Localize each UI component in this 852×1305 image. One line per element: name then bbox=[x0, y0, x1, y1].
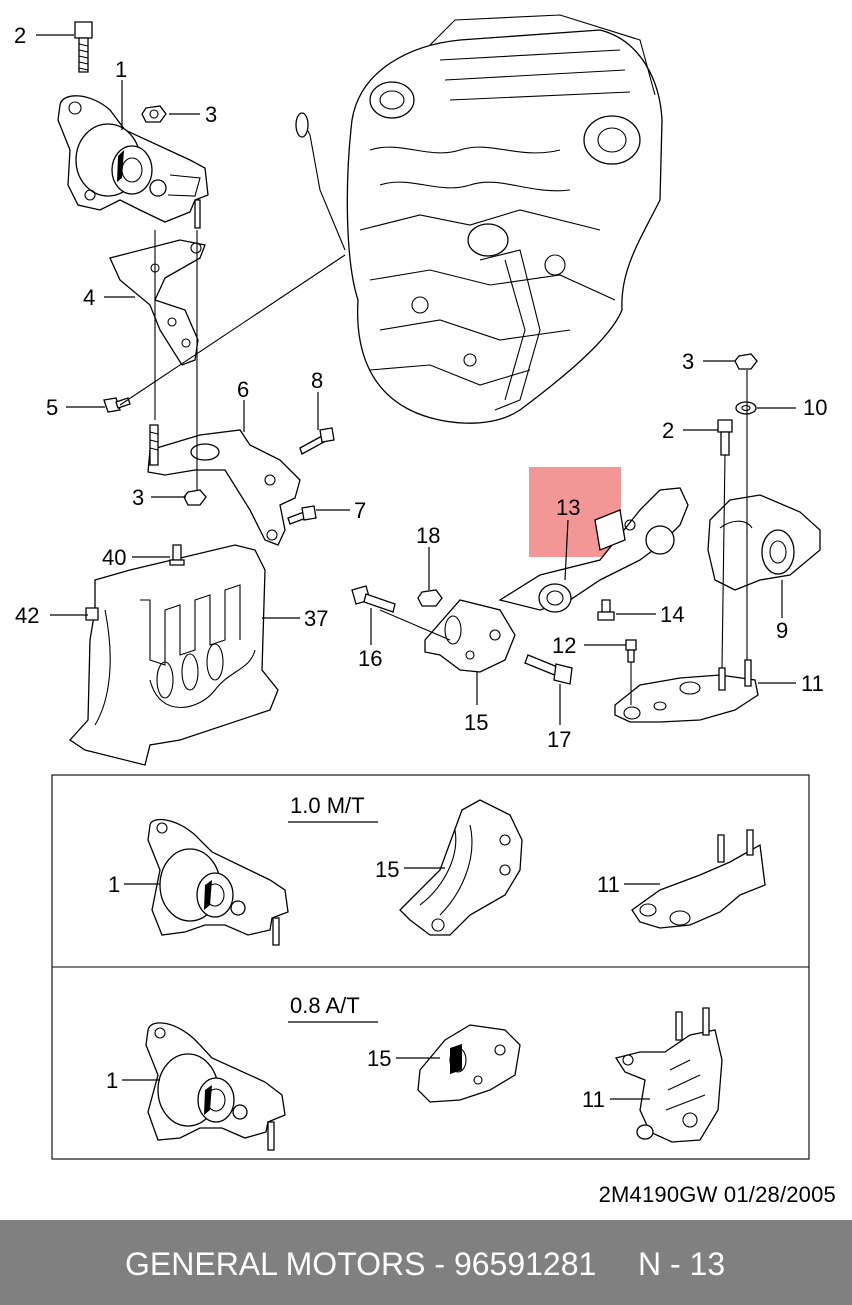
at-part-15-bracket bbox=[417, 1024, 521, 1103]
callout-4: 4 bbox=[83, 285, 95, 310]
callout-10: 10 bbox=[803, 395, 827, 420]
callout-18: 18 bbox=[416, 523, 440, 548]
part-15-bracket bbox=[424, 599, 516, 673]
bolt-2-right bbox=[717, 419, 733, 456]
callout-7: 7 bbox=[354, 498, 366, 523]
mt-callout-15: 15 bbox=[375, 857, 399, 882]
at-part-1-mount bbox=[145, 1022, 286, 1151]
bolt-14 bbox=[597, 599, 615, 621]
bolt-7 bbox=[287, 505, 317, 525]
callout-12: 12 bbox=[552, 633, 576, 658]
callout-3-mid: 3 bbox=[132, 485, 144, 510]
callout-16: 16 bbox=[358, 646, 382, 671]
footer-callout-ref: N - 13 bbox=[638, 1246, 726, 1282]
callout-8: 8 bbox=[311, 368, 323, 393]
footer-part-number: GENERAL MOTORS - 96591281 bbox=[125, 1246, 597, 1282]
mt-part-15-bracket bbox=[399, 799, 523, 936]
engine-assembly bbox=[295, 14, 663, 424]
nut-3-mid bbox=[183, 489, 207, 506]
variant-mt-label: 1.0 M/T bbox=[290, 793, 365, 818]
part-6-bracket bbox=[147, 424, 301, 546]
callout-40: 40 bbox=[102, 545, 126, 570]
callout-3-right: 3 bbox=[682, 349, 694, 374]
callout-2-right: 2 bbox=[662, 418, 674, 443]
part-13-torque-rod bbox=[498, 487, 689, 613]
at-callout-1: 1 bbox=[106, 1068, 118, 1093]
mt-callout-11: 11 bbox=[597, 872, 620, 897]
callout-5: 5 bbox=[46, 395, 58, 420]
callout-17: 17 bbox=[547, 727, 571, 752]
mt-part-11-bracket bbox=[631, 829, 766, 929]
bolt-17 bbox=[524, 654, 573, 685]
variant-at-label: 0.8 A/T bbox=[290, 993, 360, 1018]
at-callout-15: 15 bbox=[367, 1046, 391, 1071]
nut-3-right bbox=[734, 353, 758, 370]
drawing-code: 2M4190GW 01/28/2005 bbox=[598, 1182, 836, 1207]
footer-bar: GENERAL MOTORS - 96591281 N - 13 bbox=[0, 1220, 852, 1305]
callout-2-top: 2 bbox=[14, 23, 26, 48]
callout-15: 15 bbox=[464, 710, 488, 735]
callout-3-top: 3 bbox=[205, 102, 217, 127]
washer-10 bbox=[735, 401, 757, 415]
bolt-12 bbox=[625, 639, 637, 663]
bolt-5 bbox=[103, 397, 131, 413]
callout-numbers: 2 1 3 4 5 6 8 3 7 40 42 37 18 16 15 17 1… bbox=[14, 23, 827, 752]
callout-42: 42 bbox=[15, 603, 39, 628]
variant-box: 1.0 M/T 1 15 bbox=[51, 774, 810, 1160]
callout-6: 6 bbox=[237, 377, 249, 402]
at-part-11-bracket bbox=[614, 1007, 723, 1143]
clip-42 bbox=[85, 607, 99, 621]
bolt-16 bbox=[351, 585, 396, 613]
mt-callout-1: 1 bbox=[108, 872, 120, 897]
part-11-bracket bbox=[614, 659, 759, 723]
bolt-8 bbox=[299, 427, 335, 455]
parts-diagram: 2 1 3 4 5 6 8 3 7 40 42 37 18 16 15 17 1… bbox=[14, 14, 827, 1160]
callout-1-top: 1 bbox=[115, 57, 127, 82]
mt-part-1-mount bbox=[147, 818, 289, 946]
part-4-bracket bbox=[109, 239, 206, 366]
callout-37: 37 bbox=[304, 606, 328, 631]
callout-11: 11 bbox=[801, 671, 824, 696]
bolt-2-top bbox=[74, 21, 93, 73]
part-9-transmission-mount bbox=[707, 494, 821, 591]
part-1-engine-mount bbox=[57, 95, 209, 229]
callout-9: 9 bbox=[776, 618, 788, 643]
callout-14: 14 bbox=[660, 602, 684, 627]
callout-13: 13 bbox=[556, 495, 580, 520]
nut-3-top bbox=[141, 105, 167, 123]
leader-lines bbox=[36, 34, 796, 725]
part-37-heat-shield bbox=[69, 544, 279, 766]
at-callout-11: 11 bbox=[582, 1087, 605, 1112]
nut-18 bbox=[417, 589, 443, 607]
screw-40 bbox=[169, 544, 185, 566]
